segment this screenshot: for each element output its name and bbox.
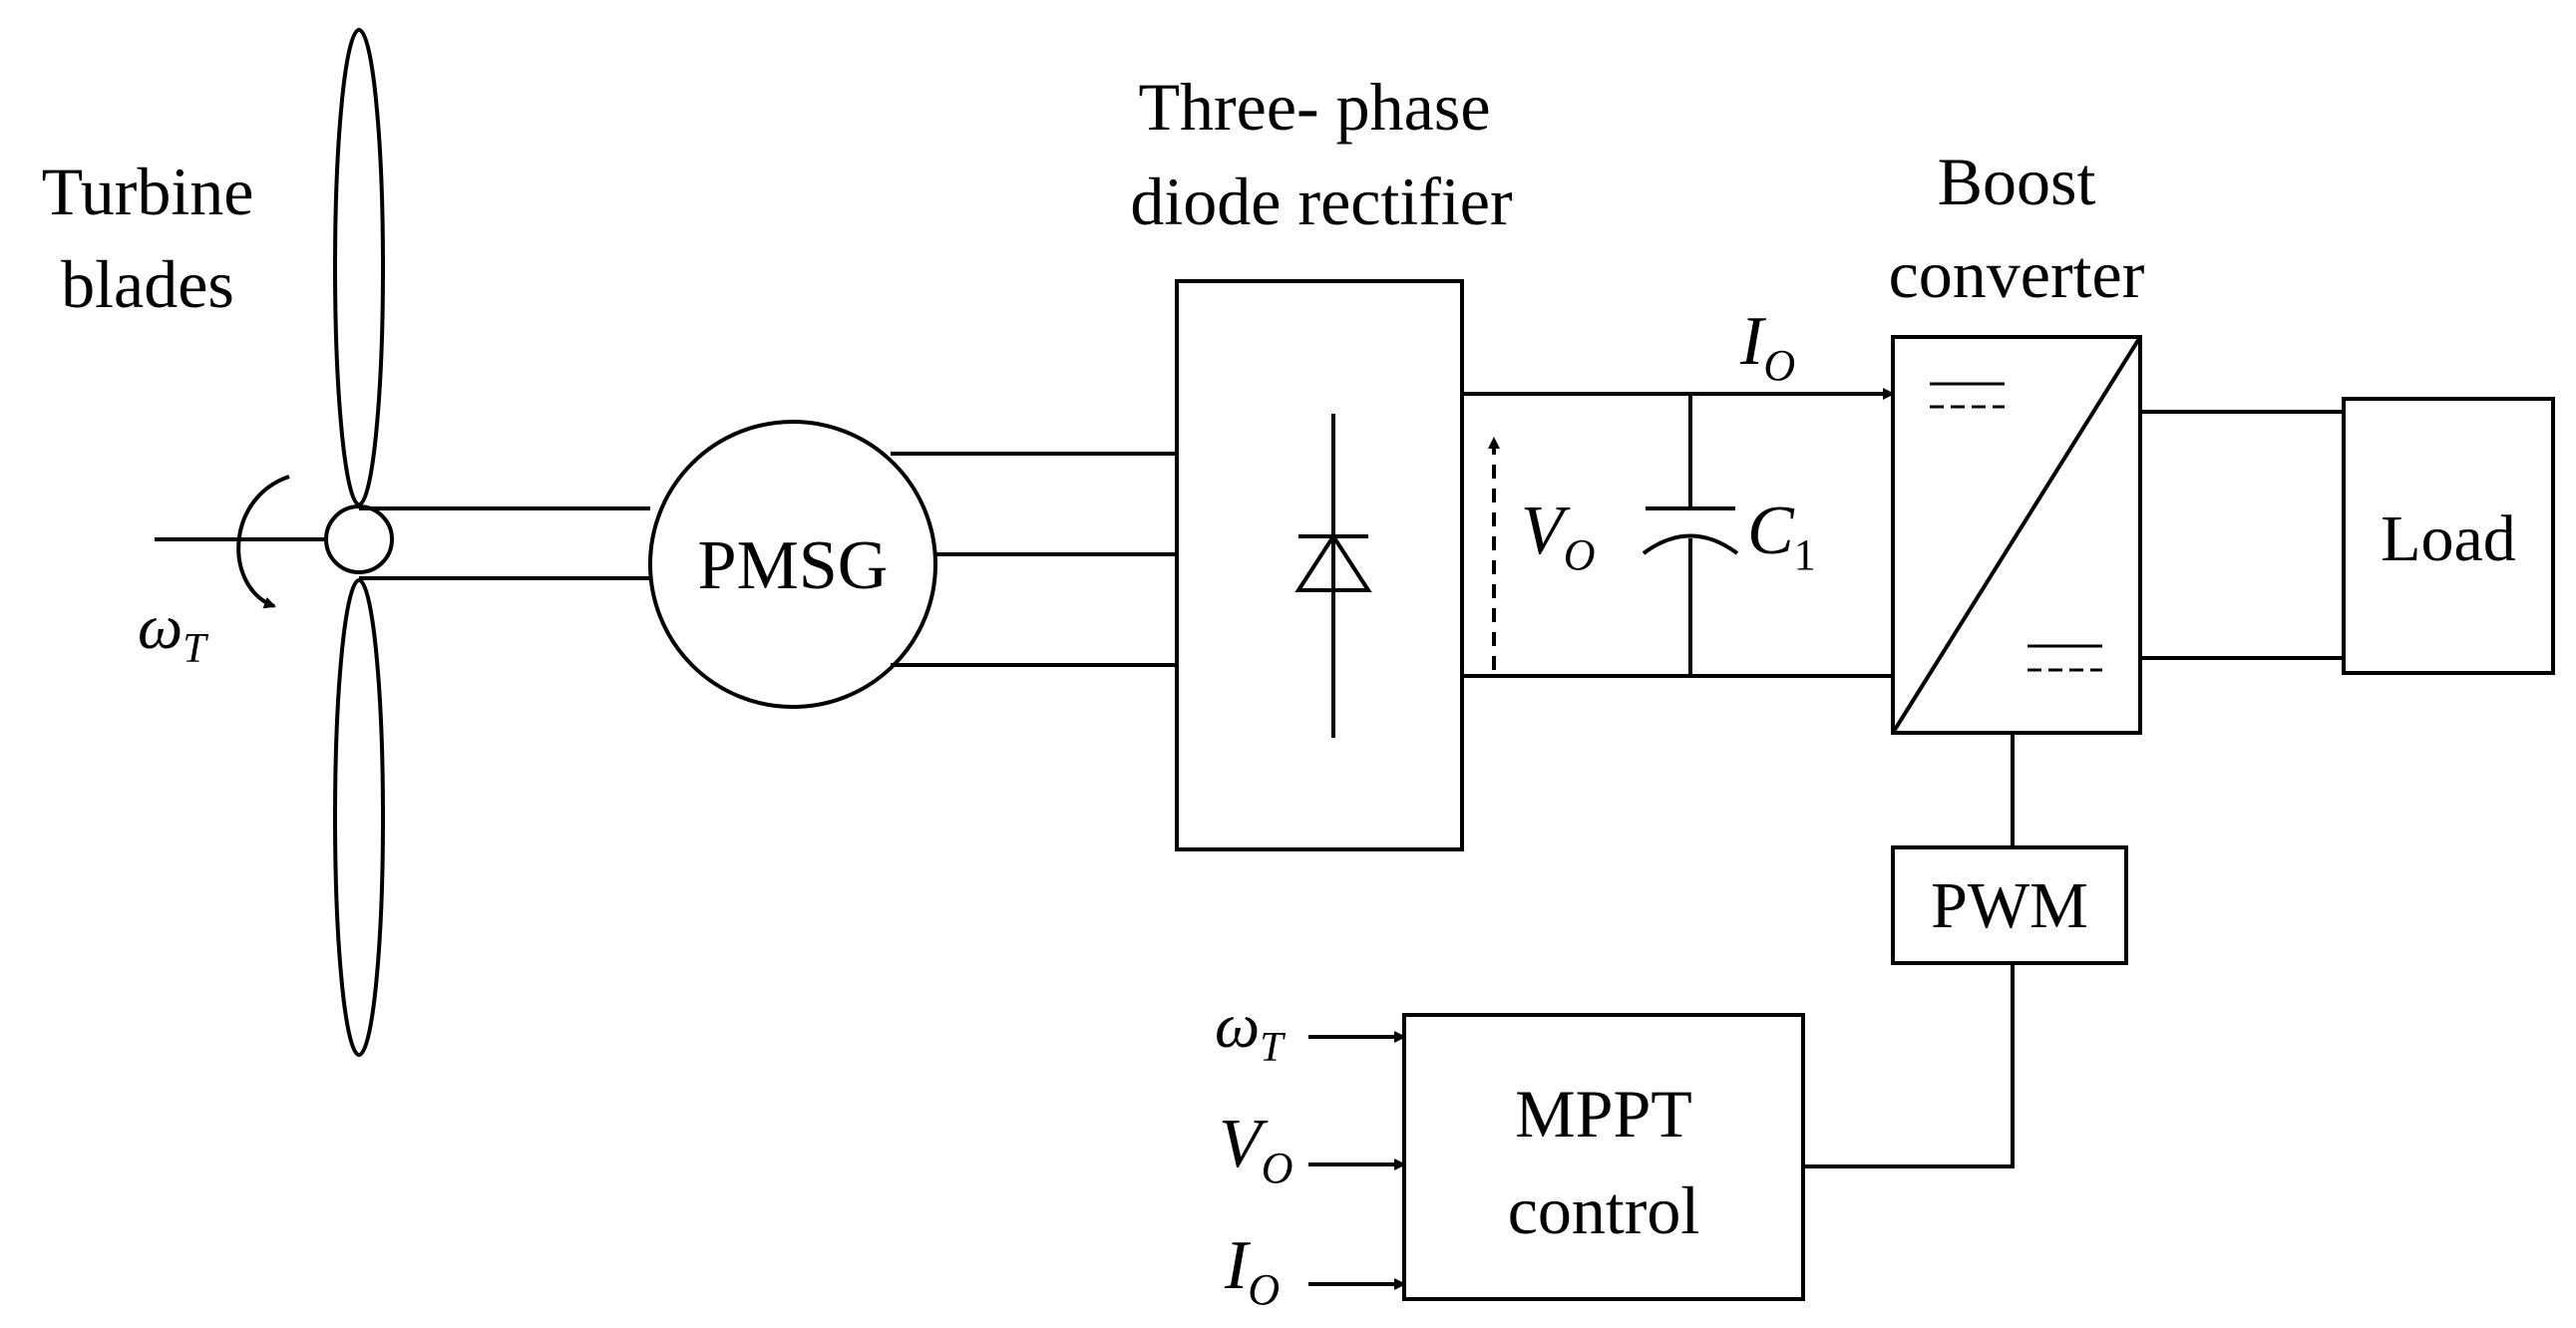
rectifier-label-line2: diode rectifier [1130, 164, 1513, 239]
mppt-to-pwm-line [1802, 963, 2015, 1168]
current-output-symbol: IO [1739, 303, 1795, 390]
dc-symbol-bottom [2027, 644, 2102, 672]
turbine-label-line1: Turbine [42, 154, 254, 229]
rectifier-block [1175, 279, 1464, 851]
boost-label-line1: Boost [1938, 144, 2096, 219]
pwm-block [1891, 845, 2128, 965]
rectifier-label-line1: Three- phase [1138, 69, 1490, 145]
pwm-label: PWM [1931, 869, 2088, 942]
boost-label-line2: converter [1889, 236, 2145, 312]
capacitor-symbol: C1 [1747, 493, 1816, 579]
blade-bottom [333, 578, 385, 1057]
voltage-input-symbol: VO [1219, 1106, 1293, 1192]
boost-diagonal [1891, 335, 2142, 735]
dc-symbol-top [1930, 382, 2005, 409]
turbine-label-line2: blades [61, 246, 234, 322]
mppt-label-line2: control [1508, 1172, 1700, 1248]
pmsg-generator [648, 420, 937, 709]
pmsg-label: PMSG [698, 527, 889, 604]
mppt-label-line1: MPPT [1515, 1076, 1692, 1152]
blade-top [333, 28, 385, 506]
diode-icon [1294, 414, 1372, 738]
load-block [2342, 397, 2555, 675]
omega-input-symbol: ωT [1215, 990, 1286, 1071]
load-label: Load [2381, 502, 2516, 575]
rotation-arrow [236, 475, 290, 609]
capacitor-icon [1642, 394, 1739, 676]
current-input-symbol: IO [1224, 1227, 1280, 1314]
voltage-output-symbol: VO [1521, 493, 1596, 579]
omega-turbine-symbol: ωT [138, 591, 208, 672]
hub [324, 504, 394, 574]
mppt-control-block [1402, 1013, 1805, 1301]
